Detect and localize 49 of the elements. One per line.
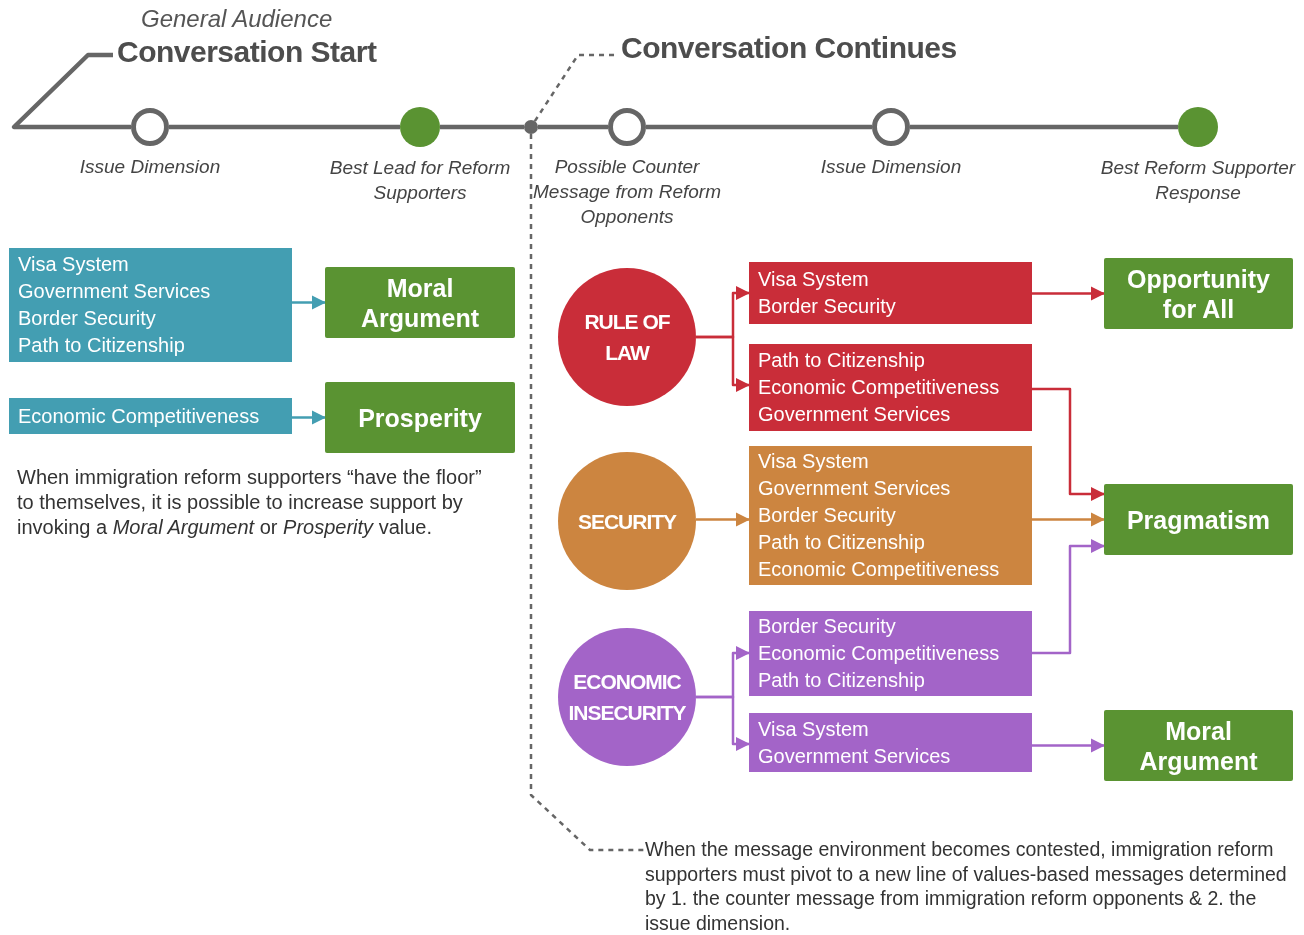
section-heading: Conversation Continues: [620, 30, 957, 66]
timeline-line: [169, 124, 400, 130]
value-box: Moral Argument: [1104, 710, 1293, 781]
counter-message-circle: RULE OF LAW: [558, 268, 696, 406]
arrow: [696, 695, 750, 751]
arrow: [292, 410, 326, 425]
note-text: When the message environment becomes contested, immigration reform supporters must pivot to a new line of values-based messages determined by 1. the counter message from immigration reform opponents & 2. the issue dimension.: [645, 837, 1297, 935]
section-subtitle: General Audience: [140, 4, 334, 34]
marker-caption: Issue Dimension: [78, 155, 222, 179]
arrow: [696, 335, 750, 392]
timeline-marker: [608, 108, 646, 146]
marker-caption: Best Reform Supporter Response: [1100, 156, 1296, 205]
marker-caption: Best Lead for Reform Supporters: [328, 156, 512, 205]
issue-box: Economic Competitiveness: [9, 398, 292, 434]
explanation-text: When immigration reform supporters “have the floor” to themselves, it is possible to increase support by invoking a Moral Argument or Prosperity value.: [17, 465, 483, 540]
counter-message-circle: SECURITY: [558, 452, 696, 590]
issue-box: Visa System Border Security: [749, 262, 1032, 324]
issue-box: Path to Citizenship Economic Competitiveness Government Services: [749, 344, 1032, 431]
value-box: Prosperity: [325, 382, 515, 453]
issue-box: Border Security Economic Competitiveness Path to Citizenship: [749, 611, 1032, 696]
counter-message-circle: ECONOMIC INSECURITY: [558, 628, 696, 766]
timeline-line: [646, 124, 872, 130]
timeline-line: [538, 124, 608, 130]
timeline-marker: [131, 108, 169, 146]
timeline-marker: [400, 107, 440, 147]
issue-box: Visa System Government Services: [749, 713, 1032, 772]
value-box: Pragmatism: [1104, 484, 1293, 555]
arrow: [1032, 738, 1105, 753]
marker-caption: Issue Dimension: [819, 155, 963, 179]
timeline-line: [11, 52, 131, 130]
arrow: [1032, 286, 1105, 301]
marker-caption: Possible Counter Message from Reform Opponents: [532, 155, 722, 229]
arrow: [696, 512, 750, 527]
dashed-line: [533, 53, 617, 122]
junction-dot: [524, 120, 538, 134]
timeline-line: [910, 124, 1178, 130]
arrow: [292, 295, 326, 310]
arrow: [1032, 387, 1105, 501]
arrow: [1032, 512, 1105, 527]
timeline-marker: [1178, 107, 1218, 147]
arrow: [1032, 539, 1105, 655]
timeline-line: [440, 124, 524, 130]
value-box: Moral Argument: [325, 267, 515, 338]
timeline-marker: [872, 108, 910, 146]
section-heading: Conversation Start: [116, 34, 378, 70]
issue-box: Visa System Government Services Border Security Path to Citizenship Economic Competitiveness: [749, 446, 1032, 585]
value-box: Opportunity for All: [1104, 258, 1293, 329]
dashed-line: [529, 134, 645, 852]
issue-box: Visa System Government Services Border Security Path to Citizenship: [9, 248, 292, 362]
